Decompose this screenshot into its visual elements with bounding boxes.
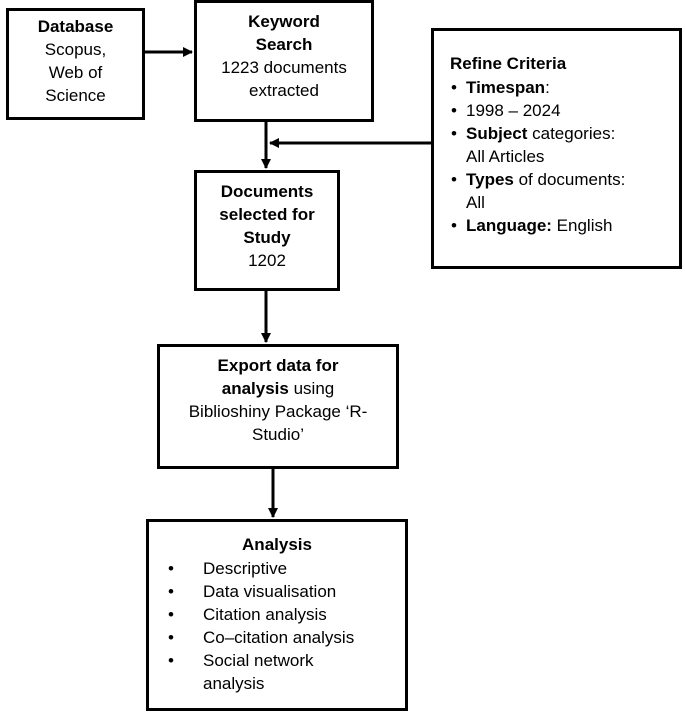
database-source-line: Science [45,86,106,105]
documents-selected-box: Documents selected for Study 1202 [194,170,340,291]
analysis-item: • Data visualisation [149,580,405,603]
documents-selected-title-line: Study [243,228,291,247]
analysis-title: Analysis [242,535,312,554]
export-text-line: Studio’ [252,425,304,444]
refine-item-text: 1998 – 2024 [466,101,561,120]
analysis-item-label: Citation analysis [203,605,327,624]
bullet-icon: • [168,605,174,624]
database-source-line: Scopus, [44,40,107,59]
bullet-icon: • [451,101,457,120]
analysis-item-label: Descriptive [203,559,288,578]
refine-item-text: All Articles [466,147,545,166]
keyword-search-detail-line: 1223 documents [221,58,347,77]
analysis-item: • Descriptive [149,557,405,580]
documents-selected-count: 1202 [248,251,286,270]
database-box: Database Scopus, Web of Science [6,8,145,120]
keyword-search-title-line: Keyword [248,12,320,31]
refine-item-bold: Subject [466,124,528,143]
analysis-item-label: Data visualisation [203,582,337,601]
analysis-item-continuation: analysis [149,672,405,695]
bullet-icon: • [168,559,174,578]
bullet-icon: • [451,170,457,189]
bullet-icon: • [451,78,457,97]
keyword-search-title-line: Search [255,35,313,54]
refine-criteria-box: Refine Criteria •Timespan: •1998 – 2024 … [431,28,682,269]
refine-item-text: All [466,193,485,212]
analysis-item-label: Social network [203,651,314,670]
bullet-icon: • [168,651,174,670]
analysis-item: • Co–citation analysis [149,626,405,649]
bullet-icon: • [168,628,174,647]
refine-item-text: categories: [527,124,616,143]
refine-criteria-title: Refine Criteria [450,54,567,73]
refine-item-bold: Language: [466,216,552,235]
analysis-item-label: Co–citation analysis [203,628,355,647]
refine-criteria-item-continuation: All [450,191,669,214]
database-title: Database [37,17,114,36]
refine-item-text: of documents: [513,170,626,189]
bullet-icon: • [451,124,457,143]
documents-selected-title-line: Documents [220,182,314,201]
export-mixed-line: analysis using [160,377,396,400]
bullet-icon: • [168,582,174,601]
refine-item-text: English [551,216,613,235]
export-text-line: Biblioshiny Package ‘R- [188,402,368,421]
refine-item-text: : [545,78,550,97]
refine-criteria-item: • Language: English [450,214,669,237]
refine-criteria-item: • Timespan: [450,76,669,99]
analysis-item-label: analysis [203,674,265,693]
refine-criteria-item: • Types of documents: [450,168,669,191]
refine-criteria-item: • 1998 – 2024 [450,99,669,122]
bullet-icon: • [451,216,457,235]
analysis-list: • Descriptive • Data visualisation • Citati… [149,557,405,695]
refine-criteria-item-continuation: All Articles [450,145,669,168]
analysis-item: • Social network [149,649,405,672]
analysis-item: • Citation analysis [149,603,405,626]
export-data-box: Export data for analysis using Biblioshi… [157,344,399,469]
refine-criteria-item: • Subject categories: [450,122,669,145]
refine-item-bold: Types [466,170,514,189]
analysis-box: Analysis • Descriptive • Data visualisatio… [146,519,408,711]
refine-item-bold: Timespan [466,78,546,97]
documents-selected-title-line: selected for [219,205,315,224]
database-source-line: Web of [48,63,103,82]
export-text: using [288,379,335,398]
export-title-line: Export data for [217,356,339,375]
keyword-search-box: Keyword Search 1223 documents extracted [194,0,374,122]
keyword-search-detail-line: extracted [249,81,319,100]
export-bold-word: analysis [221,379,289,398]
